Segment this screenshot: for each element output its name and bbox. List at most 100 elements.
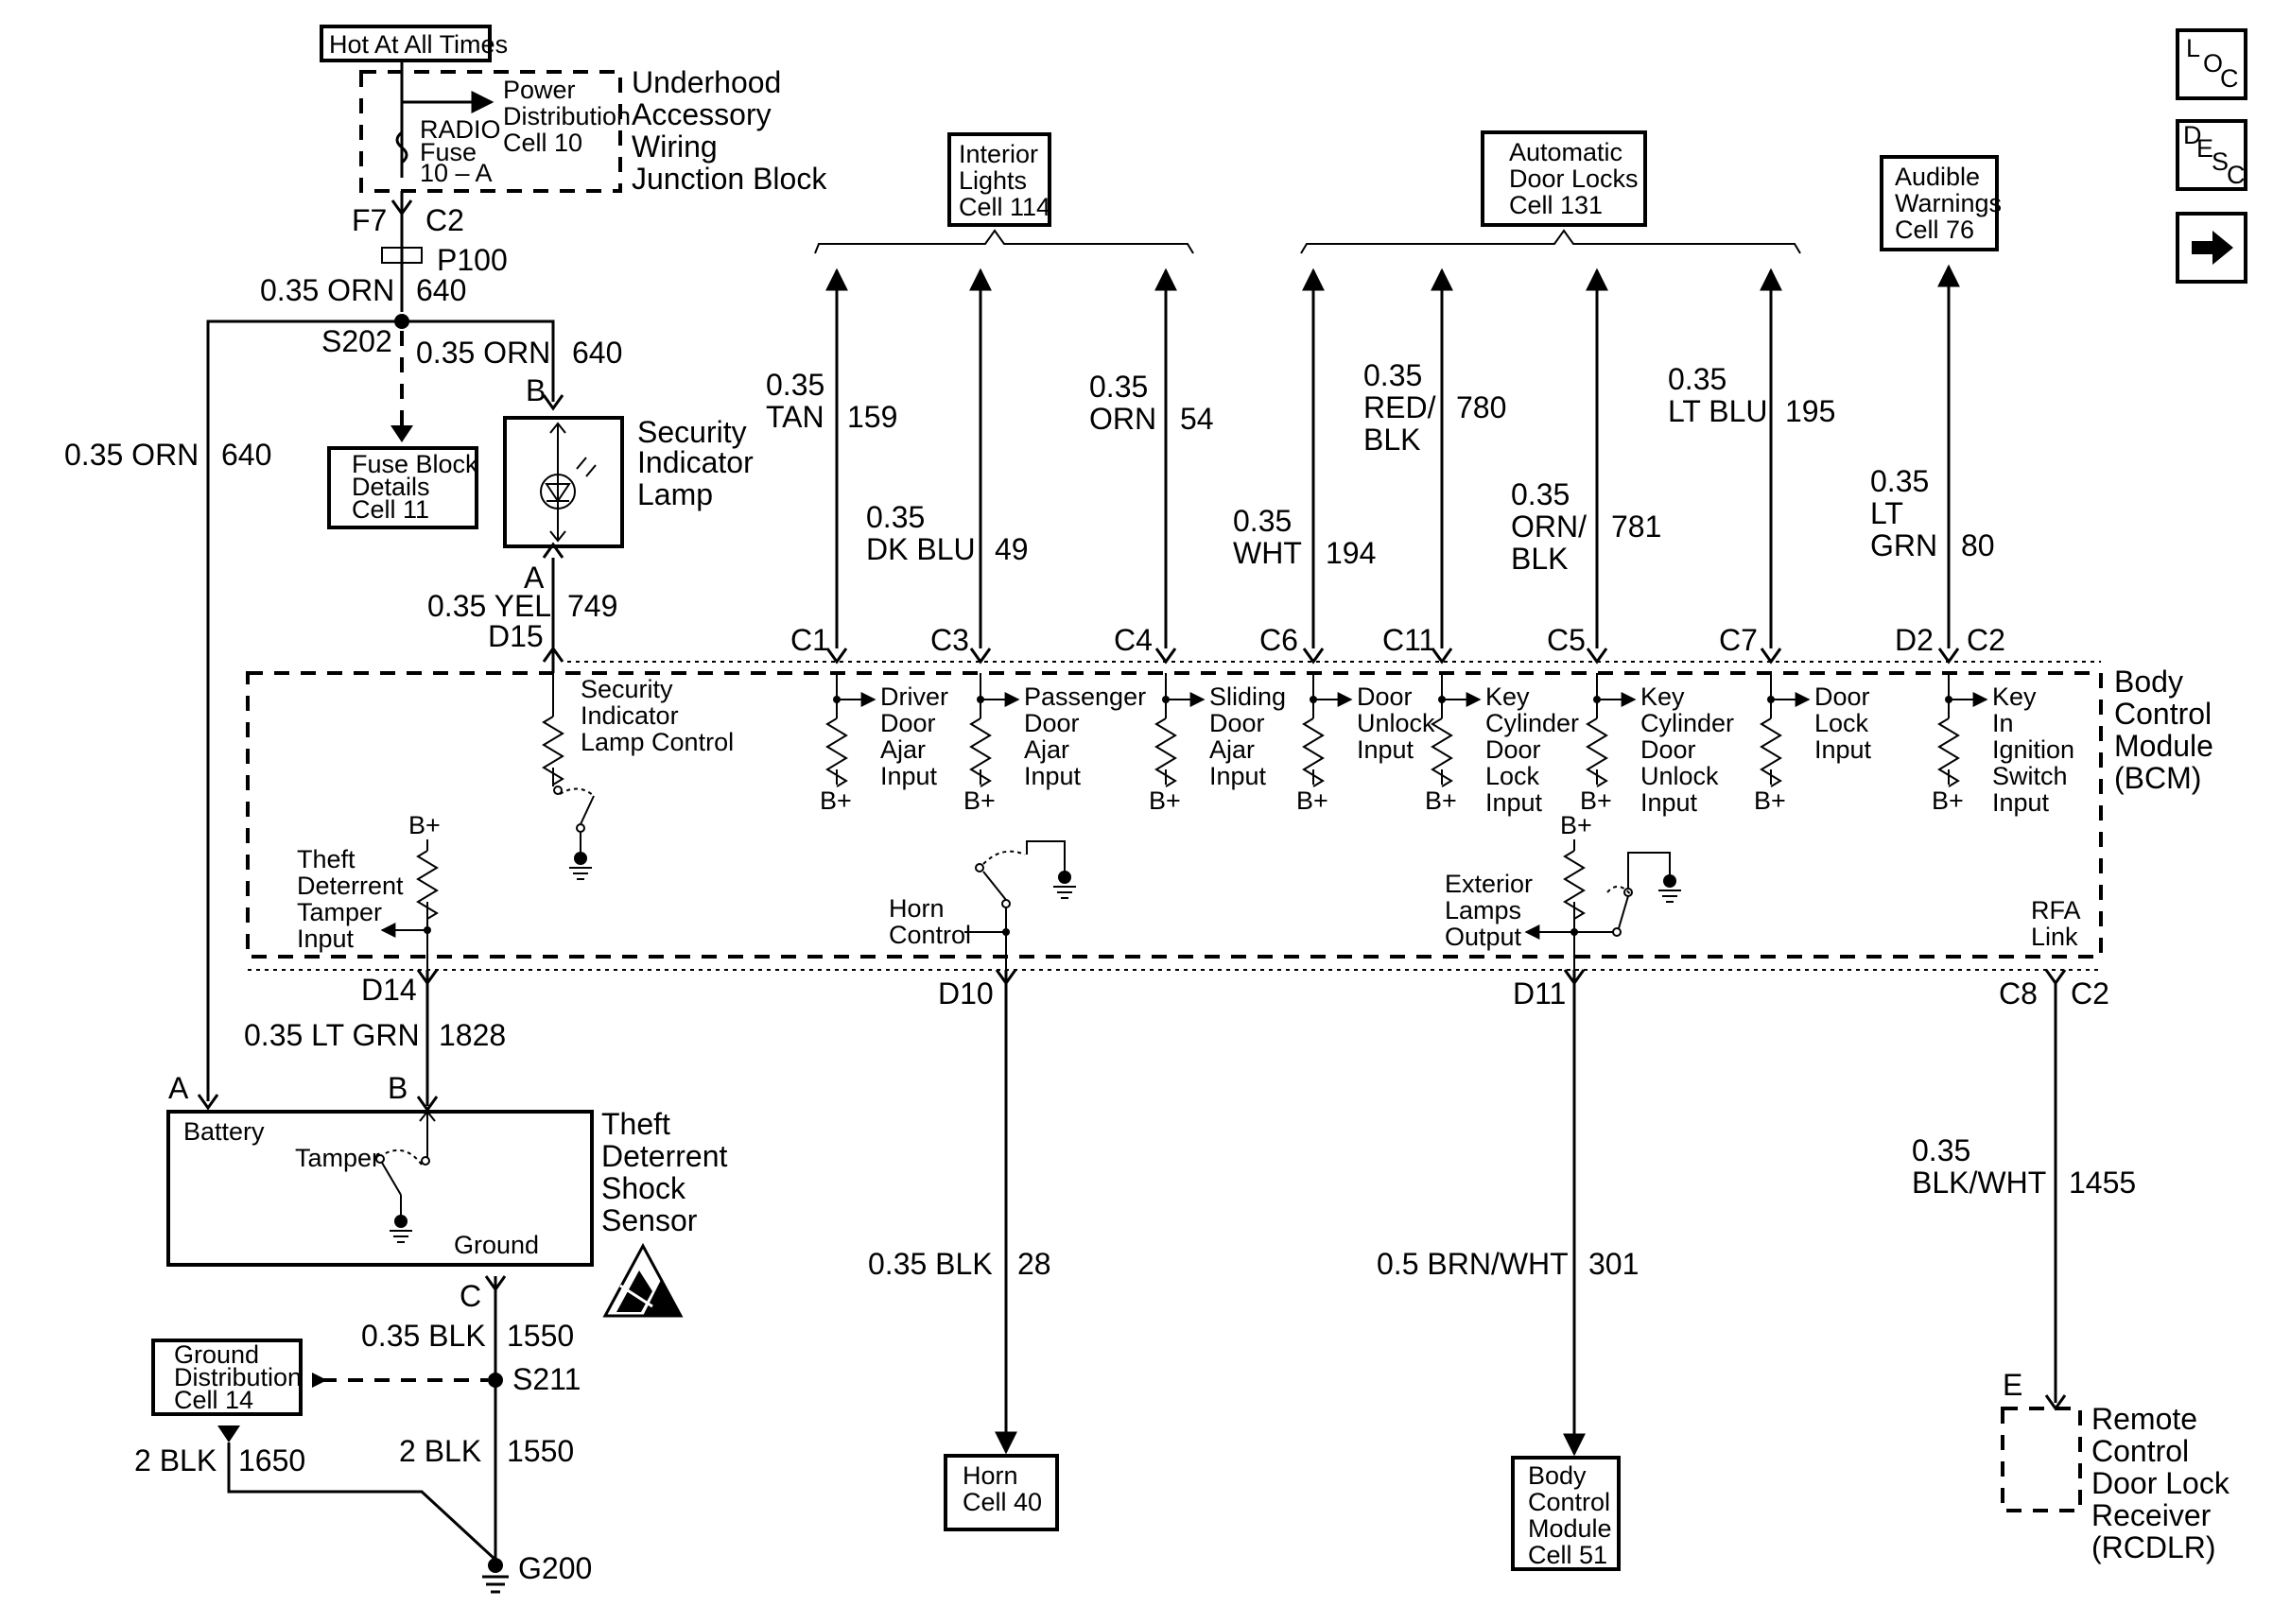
svg-text:Horn: Horn xyxy=(963,1461,1018,1490)
svg-text:O: O xyxy=(2203,49,2223,78)
bplus-label: B+ xyxy=(1149,786,1181,815)
horn-control-switch xyxy=(964,840,1076,970)
svg-text:Input: Input xyxy=(297,924,355,953)
svg-text:Theft: Theft xyxy=(601,1107,670,1141)
svg-text:C4: C4 xyxy=(1114,623,1153,657)
svg-text:2 BLK: 2 BLK xyxy=(134,1443,217,1477)
svg-text:Door Locks: Door Locks xyxy=(1509,164,1639,193)
input-label: Switch xyxy=(1992,762,2068,790)
svg-text:0.35: 0.35 xyxy=(1668,362,1726,396)
hot-at-all-times-label: Hot At All Times xyxy=(320,25,508,62)
svg-text:E: E xyxy=(2003,1368,2022,1402)
input-label: Ajar xyxy=(880,735,926,764)
svg-text:Lamp Control: Lamp Control xyxy=(581,728,734,756)
input-label: Unlock xyxy=(1640,762,1719,790)
ground-distribution-ref[interactable]: Ground Distribution Cell 14 xyxy=(151,1339,303,1416)
fuse-block-details-ref[interactable]: Fuse Block Details Cell 11 xyxy=(327,446,478,529)
input-label: Door xyxy=(1814,682,1870,711)
input-label: Input xyxy=(1640,788,1698,817)
interior-lights-ref[interactable]: Interior Lights Cell 114 xyxy=(947,132,1051,227)
g200-ground-icon xyxy=(482,1558,509,1594)
svg-text:780: 780 xyxy=(1456,390,1506,424)
svg-text:1455: 1455 xyxy=(2069,1166,2136,1200)
svg-text:1828: 1828 xyxy=(439,1018,506,1052)
wire-d2: 0.35 LT GRN 80 D2 C2 xyxy=(1870,264,2005,665)
wire-d10: D10 0.35 BLK 28 xyxy=(868,969,1051,1455)
desc-icon[interactable]: D E S C xyxy=(2176,119,2247,191)
svg-text:A: A xyxy=(168,1071,189,1105)
svg-text:0.35 BLK: 0.35 BLK xyxy=(868,1247,993,1281)
bcm-cell-51-ref[interactable]: Body Control Module Cell 51 xyxy=(1511,1456,1621,1571)
wire-c5: 0.35 ORN/ BLK 781 C5 xyxy=(1511,268,1661,665)
svg-text:Cell 76: Cell 76 xyxy=(1895,216,1974,244)
svg-text:B: B xyxy=(526,373,546,407)
svg-text:BLK/WHT: BLK/WHT xyxy=(1912,1166,2046,1200)
input-label: Door xyxy=(1209,709,1265,737)
svg-text:Cell 10: Cell 10 xyxy=(503,129,582,157)
svg-text:Tamper: Tamper xyxy=(295,1144,380,1172)
svg-text:Shock: Shock xyxy=(601,1171,686,1205)
svg-text:C: C xyxy=(2220,64,2239,93)
bcm-outline xyxy=(246,671,2103,959)
svg-text:Indicator: Indicator xyxy=(581,701,679,730)
exterior-lamps-circuit: B+ xyxy=(1524,811,1681,970)
next-arrow-icon[interactable] xyxy=(2176,212,2247,284)
svg-text:GRN: GRN xyxy=(1870,528,1937,562)
svg-text:Distribution: Distribution xyxy=(174,1363,302,1391)
svg-text:640: 640 xyxy=(572,336,622,370)
audible-warnings-ref[interactable]: Audible Warnings Cell 76 xyxy=(1880,155,2002,251)
svg-text:Indicator: Indicator xyxy=(637,445,754,479)
svg-text:C2: C2 xyxy=(2071,976,2109,1011)
svg-text:BLK: BLK xyxy=(1511,542,1568,576)
svg-text:Junction Block: Junction Block xyxy=(632,162,827,196)
wire-c8: C8 C2 0.35 BLK/WHT 1455 xyxy=(1912,969,2136,1411)
svg-text:ORN: ORN xyxy=(1089,402,1156,436)
tamper-input-circuit: B+ xyxy=(380,811,441,970)
svg-text:Cell 11: Cell 11 xyxy=(352,495,429,524)
svg-text:D14: D14 xyxy=(361,973,417,1007)
junction-block-outline xyxy=(359,70,622,193)
input-label: Sliding xyxy=(1209,682,1286,711)
svg-text:Wiring: Wiring xyxy=(632,130,718,164)
wire-c4: 0.35 ORN 54 C4 xyxy=(1089,268,1214,665)
wire-c3: 0.35 DK BLU 49 C3 xyxy=(866,268,1029,665)
svg-text:Interior: Interior xyxy=(959,140,1038,168)
loc-icon[interactable]: L O C xyxy=(2176,28,2247,100)
svg-text:(BCM): (BCM) xyxy=(2114,761,2201,795)
svg-text:194: 194 xyxy=(1326,536,1376,570)
svg-text:Link: Link xyxy=(2031,923,2078,951)
svg-text:0.35 ORN: 0.35 ORN xyxy=(416,336,550,370)
input-label: Ignition xyxy=(1992,735,2074,764)
svg-text:0.35: 0.35 xyxy=(1870,464,1929,498)
svg-text:(RCDLR): (RCDLR) xyxy=(2091,1530,2216,1564)
horn-ref[interactable]: Horn Cell 40 xyxy=(944,1454,1059,1531)
input-label: Driver xyxy=(880,682,948,711)
svg-text:Power: Power xyxy=(503,76,576,104)
input-label: Door xyxy=(1640,735,1696,764)
svg-text:C11: C11 xyxy=(1382,623,1435,657)
svg-text:Deterrent: Deterrent xyxy=(297,872,404,900)
wire-d11: D11 0.5 BRN/WHT 301 xyxy=(1377,969,1639,1457)
input-label: Key xyxy=(1485,682,1530,711)
automatic-door-locks-ref[interactable]: Automatic Door Locks Cell 131 xyxy=(1481,130,1647,227)
svg-text:Sensor: Sensor xyxy=(601,1203,698,1237)
svg-text:WHT: WHT xyxy=(1233,536,1302,570)
input-label: Unlock xyxy=(1357,709,1435,737)
svg-text:G200: G200 xyxy=(518,1551,592,1585)
svg-text:Output: Output xyxy=(1445,923,1522,951)
svg-text:Deterrent: Deterrent xyxy=(601,1139,728,1173)
radio-fuse-icon xyxy=(395,130,408,164)
svg-text:ORN/: ORN/ xyxy=(1511,510,1587,544)
svg-text:Cell 14: Cell 14 xyxy=(174,1386,253,1414)
input-label: Door xyxy=(1485,735,1541,764)
bplus-label: B+ xyxy=(1580,786,1612,815)
input-label: Cylinder xyxy=(1485,709,1579,737)
svg-text:Accessory: Accessory xyxy=(632,97,772,131)
svg-text:Cell 40: Cell 40 xyxy=(963,1488,1042,1516)
